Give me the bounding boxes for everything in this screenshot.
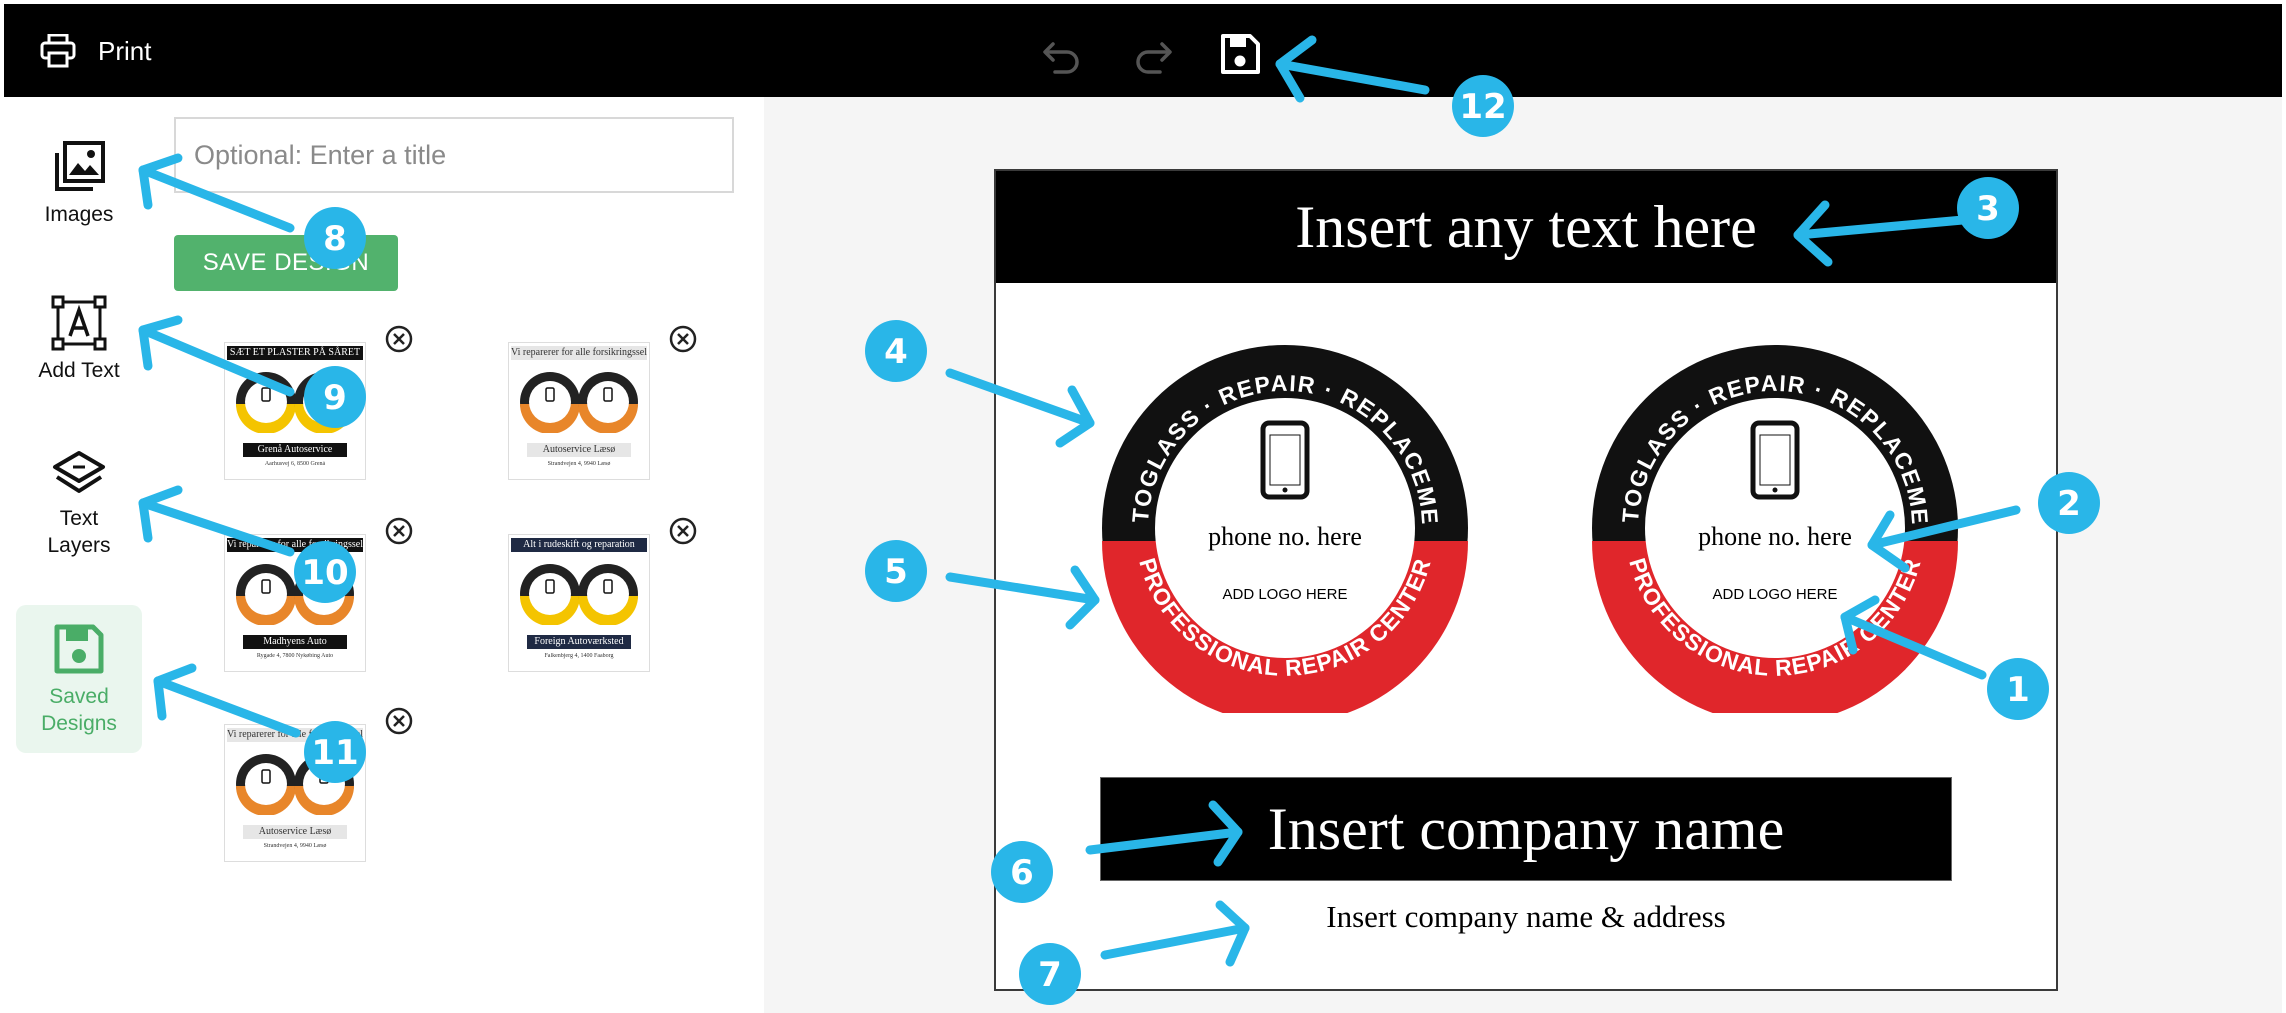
callout-number: 5 xyxy=(884,552,908,592)
remove-design-icon[interactable] xyxy=(668,516,698,546)
arrow-6 xyxy=(1085,800,1243,867)
thumbnail-header: Alt i rudeskift og reparation xyxy=(511,538,647,552)
sidebar-item-text-layers[interactable]: Text Layers xyxy=(16,449,142,559)
callout-4: 4 xyxy=(865,320,927,382)
arrow-8 xyxy=(138,153,295,233)
arrow-1 xyxy=(1840,595,1987,680)
arrow-11 xyxy=(153,663,301,738)
arrow-4 xyxy=(945,368,1095,448)
callout-number: 12 xyxy=(1459,87,1506,127)
callout-number: 10 xyxy=(301,553,348,593)
redo-icon[interactable] xyxy=(1128,30,1176,78)
saved-design-thumbnail[interactable]: Vi reparerer for alle forsikringsselskab… xyxy=(508,342,650,480)
badge-phone-text[interactable]: phone no. here xyxy=(1698,522,1852,551)
thumbnail-badge xyxy=(577,563,639,626)
sidebar-item-saved-designs[interactable]: Saved Designs xyxy=(16,605,142,753)
callout-number: 1 xyxy=(2006,670,2030,710)
thumbnail-address: Falkenbjerg 4, 1400 Faaborg xyxy=(544,653,614,659)
badge-inner-circle xyxy=(1645,398,1905,658)
thumbnail-address: Strandvejen 4, 9940 Læsø xyxy=(263,843,327,849)
undo-icon[interactable] xyxy=(1039,30,1087,78)
company-name-text[interactable]: Insert company name xyxy=(1100,777,1952,881)
callout-10: 10 xyxy=(294,541,356,603)
top-toolbar: Print xyxy=(4,4,2282,97)
arrow-9 xyxy=(138,315,295,397)
printer-icon xyxy=(40,34,76,68)
callout-number: 6 xyxy=(1010,853,1034,893)
arrow-10 xyxy=(138,485,295,557)
saved-designs-icon xyxy=(54,624,104,674)
callout-12: 12 xyxy=(1452,75,1514,137)
thumbnail-company-name: Autoservice Læsø xyxy=(243,825,347,839)
add-text-icon xyxy=(51,295,107,351)
badge-right[interactable]: AUTOGLASS · REPAIR · REPLACEMENT PROFESS… xyxy=(1590,343,1960,713)
callout-number: 4 xyxy=(884,332,908,372)
arrow-7 xyxy=(1100,900,1250,967)
thumbnail-company-name: Madhyens Auto xyxy=(243,635,347,649)
badge-logo-placeholder[interactable]: ADD LOGO HERE xyxy=(1222,586,1347,603)
phone-icon xyxy=(1750,420,1800,500)
callout-number: 7 xyxy=(1038,955,1062,995)
thumbnail-badge xyxy=(519,371,581,434)
thumbnail-badge xyxy=(577,371,639,434)
thumbnail-company-name: Grenå Autoservice xyxy=(243,443,347,457)
thumbnail-header: SÆT ET PLASTER PÅ SÅRET xyxy=(227,346,363,360)
thumbnail-address: Aarhusvej 6, 8500 Grenå xyxy=(264,461,326,467)
callout-3: 3 xyxy=(1957,177,2019,239)
badge-inner-circle xyxy=(1155,398,1415,658)
badge-logo-placeholder[interactable]: ADD LOGO HERE xyxy=(1712,586,1837,603)
thumbnail-company-name: Autoservice Læsø xyxy=(527,443,631,457)
badge-phone-text[interactable]: phone no. here xyxy=(1208,522,1362,551)
sidebar-item-add-text[interactable]: Add Text xyxy=(16,295,142,384)
callout-number: 11 xyxy=(311,733,358,773)
sidebar-item-label: Images xyxy=(44,203,114,226)
thumbnail-company-name: Foreign Autoværksted xyxy=(527,635,631,649)
sidebar-item-label: Text Layers xyxy=(47,507,111,557)
thumbnail-badge xyxy=(235,753,297,816)
arrow-12 xyxy=(1275,35,1430,103)
callout-number: 8 xyxy=(323,219,347,259)
arrow-5 xyxy=(945,565,1100,630)
callout-11: 11 xyxy=(304,721,366,783)
print-label: Print xyxy=(98,35,152,66)
arrow-3 xyxy=(1793,200,1990,267)
callout-1: 1 xyxy=(1987,658,2049,720)
floppy-save-icon[interactable] xyxy=(1216,30,1264,78)
callout-5: 5 xyxy=(865,540,927,602)
badge-left[interactable]: AUTOGLASS · REPAIR · REPLACEMENT PROFESS… xyxy=(1100,343,1470,713)
arrow-2 xyxy=(1867,505,2021,573)
sidebar-item-images[interactable]: Images xyxy=(16,139,142,228)
thumbnail-badge xyxy=(235,563,297,626)
remove-design-icon[interactable] xyxy=(384,324,414,354)
thumbnail-address: Strandvejen 4, 9940 Læsø xyxy=(547,461,611,467)
phone-icon xyxy=(1260,420,1310,500)
layers-icon xyxy=(53,451,105,493)
sidebar-item-label: Add Text xyxy=(38,359,120,382)
saved-designs-panel: SAVE DESIGN SÆT ET PLASTER PÅ SÅRETGrenå… xyxy=(154,97,766,1013)
callout-8: 8 xyxy=(304,207,366,269)
remove-design-icon[interactable] xyxy=(668,324,698,354)
design-title-input[interactable] xyxy=(174,117,734,193)
poster-canvas[interactable]: Insert any text here AUTOGLASS · REPAIR … xyxy=(994,169,2058,991)
callout-number: 3 xyxy=(1976,189,2000,229)
print-button[interactable]: Print xyxy=(40,34,151,68)
thumbnail-header: Vi reparerer for alle forsikringsselskab… xyxy=(511,346,647,360)
callout-number: 9 xyxy=(323,378,347,418)
callout-6: 6 xyxy=(991,841,1053,903)
thumbnail-badge xyxy=(519,563,581,626)
callout-2: 2 xyxy=(2038,472,2100,534)
images-icon xyxy=(55,141,105,191)
remove-design-icon[interactable] xyxy=(384,706,414,736)
sidebar-item-label: Saved Designs xyxy=(41,685,117,735)
callout-9: 9 xyxy=(304,366,366,428)
callout-number: 2 xyxy=(2057,484,2081,524)
thumbnail-address: Rygade 4, 7800 Nykøbing Auto xyxy=(256,653,334,659)
remove-design-icon[interactable] xyxy=(384,516,414,546)
company-address-text[interactable]: Insert company name & address xyxy=(1326,899,1726,934)
callout-7: 7 xyxy=(1019,943,1081,1005)
